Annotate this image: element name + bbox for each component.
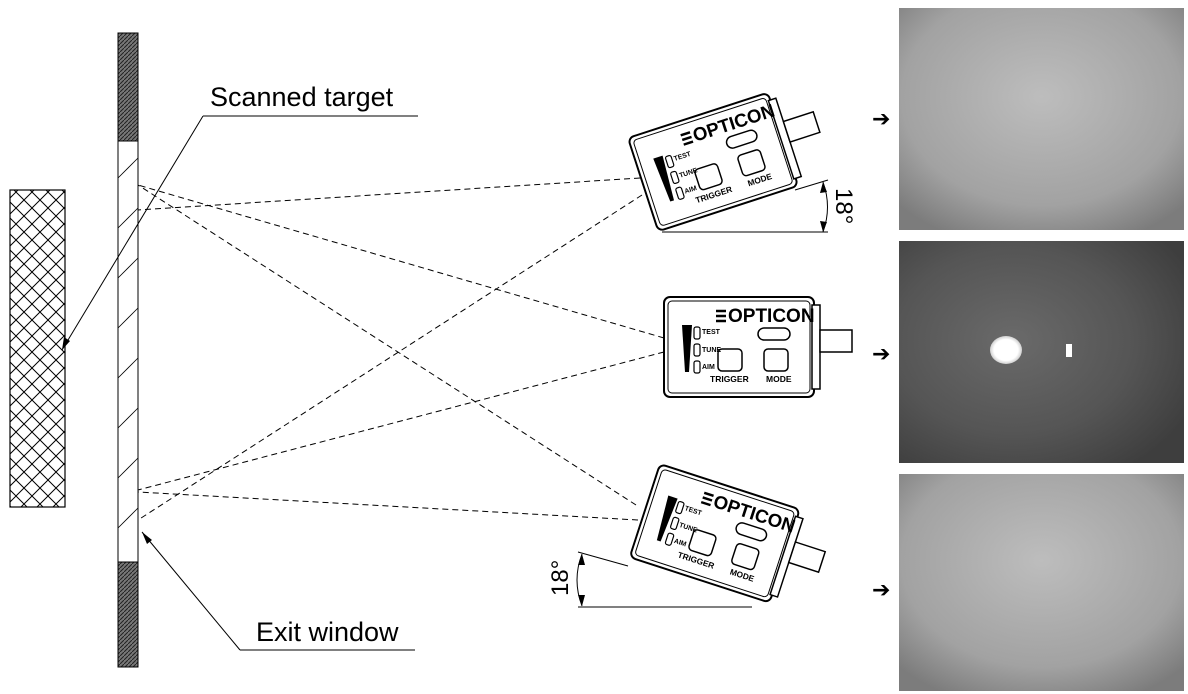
scanned-target-block [9,189,66,508]
result-image-bottom [899,474,1184,691]
trigger-label: TRIGGER [710,374,749,384]
arrow-right-icon: ➔ [872,578,890,603]
angle-label-top: 18° [830,188,857,224]
indicator-aim-label: AIM [673,538,687,549]
exit-window-label: Exit window [256,617,399,647]
angle-label-bottom: 18° [547,560,574,596]
angle-indicator-top: 18° [662,179,857,233]
arrow-right-icon: ➔ [872,342,890,367]
result-image-top [899,8,1184,230]
indicator-tune-label: TUNE [702,347,721,354]
result-image-middle [899,241,1184,463]
exit-window-callout: Exit window [141,531,415,651]
scanned-target-label: Scanned target [210,82,394,112]
scanner-brand: OPTICON [728,306,815,327]
indicator-test-label: TEST [702,329,721,336]
scanned-target-callout: Scanned target [61,82,418,351]
scanner-top: OPTICON TEST TUNE AIM TRIGGER MODE [626,79,835,233]
arrow-right-icon: ➔ [872,107,890,132]
reflection-spot [990,336,1022,364]
scanner-middle: OPTICON TEST TUNE AIM TRIGGER MODE [662,295,854,399]
scanner-bottom: OPTICON TEST TUNE AIM TRIGGER MODE [628,462,837,616]
angle-indicator-bottom: 18° [547,551,752,608]
exit-window-wall [117,32,139,668]
indicator-aim-label: AIM [702,364,715,371]
light-rays [137,177,665,521]
mode-label: MODE [766,374,792,384]
indicator-aim-label: AIM [684,185,698,196]
exit-window-glass [117,140,139,563]
aim-dot [1066,344,1072,357]
